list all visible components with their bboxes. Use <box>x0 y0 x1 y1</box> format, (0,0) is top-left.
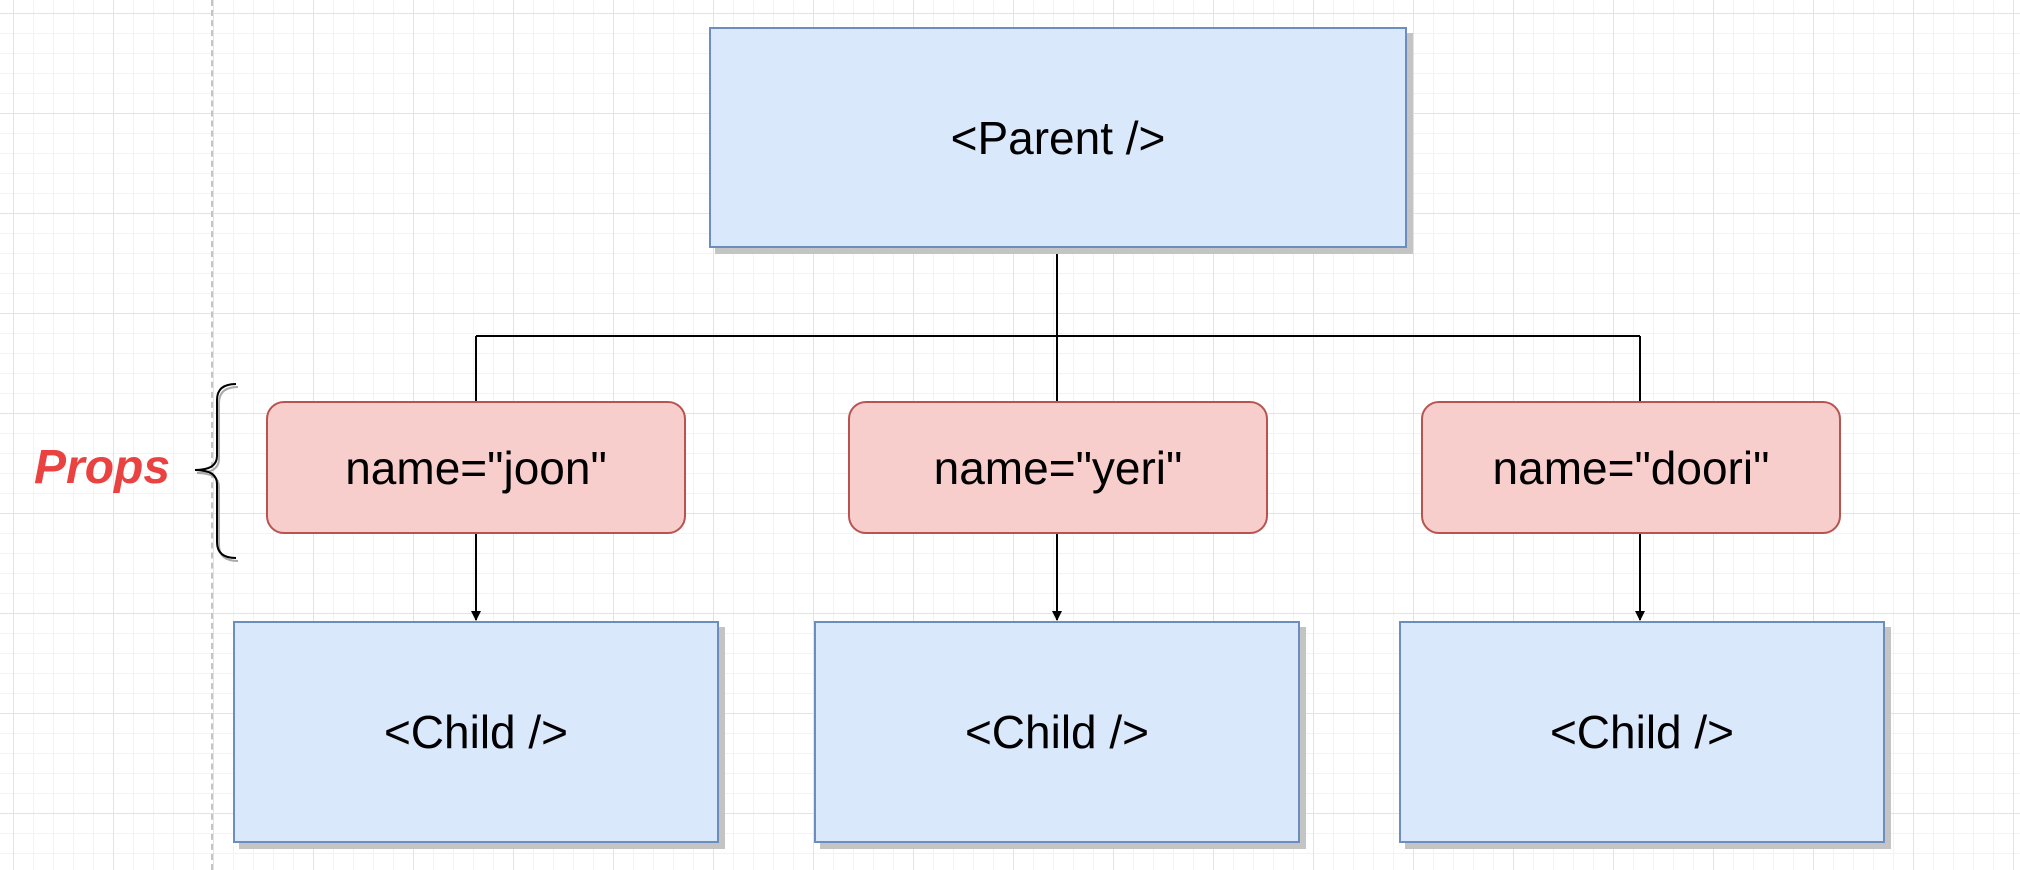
prop-box-yeri[interactable]: name="yeri" <box>848 401 1268 534</box>
props-annotation-label: Props <box>34 441 171 494</box>
prop-box-joon[interactable]: name="joon" <box>266 401 686 534</box>
child-component-label-3: <Child /> <box>1549 706 1735 758</box>
child-component-label-1: <Child /> <box>383 706 569 758</box>
child-component-label-2: <Child /> <box>964 706 1150 758</box>
prop-label-doori: name="doori" <box>1492 441 1770 494</box>
parent-component-label: <Parent /> <box>950 111 1166 164</box>
parent-component-box[interactable]: <Parent /> <box>709 27 1407 248</box>
prop-box-doori[interactable]: name="doori" <box>1421 401 1841 534</box>
child-component-box-1[interactable]: <Child /> <box>233 621 719 843</box>
curly-brace-icon <box>194 383 239 562</box>
page-boundary-line <box>211 0 213 870</box>
prop-label-joon: name="joon" <box>345 441 607 494</box>
child-component-box-3[interactable]: <Child /> <box>1399 621 1885 843</box>
prop-label-yeri: name="yeri" <box>933 441 1183 494</box>
child-component-box-2[interactable]: <Child /> <box>814 621 1300 843</box>
